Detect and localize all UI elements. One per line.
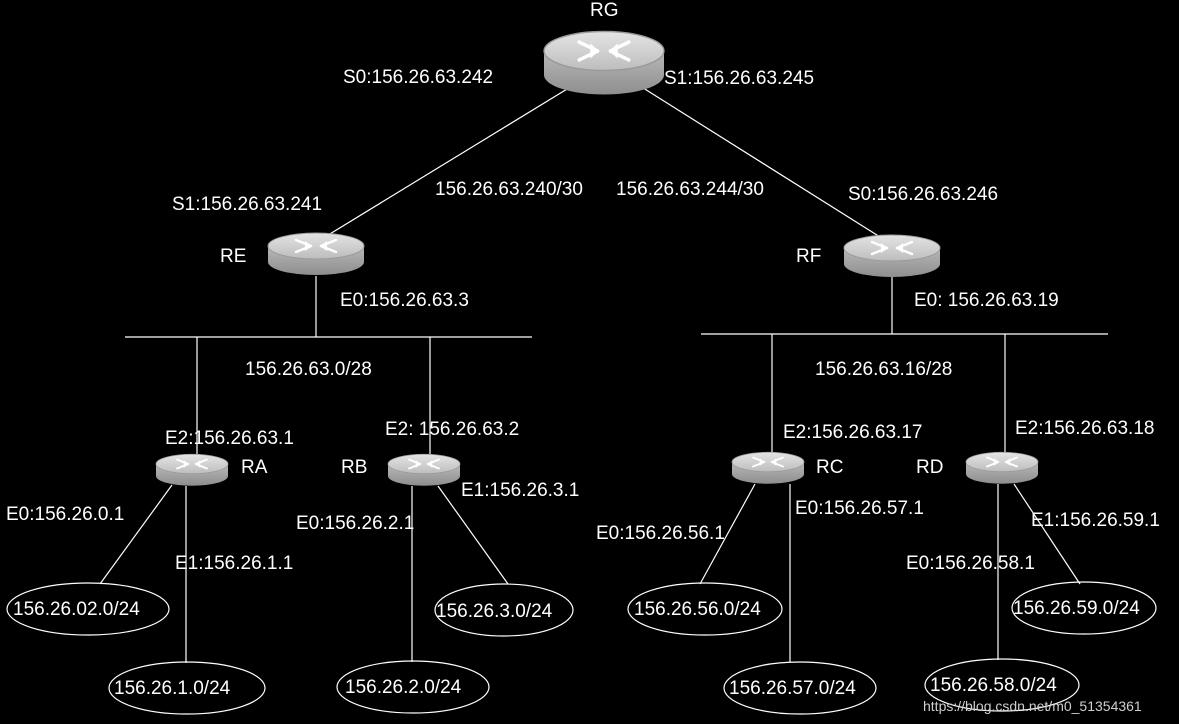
- interface-label-rb-e2: E2: 156.26.63.2: [385, 419, 519, 440]
- interface-label-ra-e0: E0:156.26.0.1: [6, 504, 124, 525]
- interface-label-rf-e0: E0: 156.26.63.19: [914, 290, 1059, 311]
- network-ellipse-58: [924, 658, 1080, 712]
- interface-label-rc-e2: E2:156.26.63.17: [783, 422, 922, 443]
- interface-label-re-e0: E0:156.26.63.3: [340, 290, 469, 311]
- router-rc[interactable]: [731, 451, 805, 485]
- network-label-3: 156.26.3.0/24: [436, 601, 553, 622]
- network-label-59: 156.26.59.0/24: [1013, 598, 1140, 619]
- link-rb-net3: [437, 485, 509, 585]
- router-icon: [842, 233, 942, 279]
- network-ellipse-2: [336, 660, 490, 714]
- network-label-2: 156.26.2.0/24: [345, 677, 462, 698]
- router-rg[interactable]: [542, 29, 666, 97]
- subnet-label-rg-rf: 156.26.63.244/30: [616, 179, 764, 200]
- link-ra-net02: [99, 484, 173, 585]
- link-rd-net59: [1013, 483, 1081, 585]
- interface-label-rb-e1: E1:156.26.3.1: [461, 480, 579, 501]
- network-ellipse-59: [1011, 581, 1157, 635]
- subnet-label-lan-left: 156.26.63.0/28: [245, 359, 372, 380]
- link-rc-net56: [699, 483, 756, 585]
- router-name-rb: RB: [341, 457, 367, 478]
- router-icon: [542, 29, 666, 97]
- router-name-re: RE: [220, 246, 246, 267]
- router-icon: [155, 453, 229, 487]
- link-rg-rf: [639, 85, 889, 243]
- router-ra[interactable]: [155, 453, 229, 487]
- network-ellipse-1: [108, 661, 266, 715]
- interface-label-re-s1: S1:156.26.63.241: [172, 194, 322, 215]
- router-name-rg: RG: [590, 0, 619, 21]
- interface-label-rc-e1: E0:156.26.57.1: [795, 498, 924, 519]
- interface-label-rd-e1: E1:156.26.59.1: [1031, 510, 1160, 531]
- subnet-label-lan-right: 156.26.63.16/28: [815, 359, 952, 380]
- router-name-ra: RA: [241, 457, 268, 478]
- interface-label-rb-e0: E0:156.26.2.1: [296, 513, 414, 534]
- network-label-58: 156.26.58.0/24: [930, 675, 1057, 696]
- network-ellipse-3: [434, 583, 574, 637]
- router-icon: [387, 453, 461, 487]
- router-re[interactable]: [266, 231, 366, 277]
- interface-label-ra-e1: E1:156.26.1.1: [175, 553, 293, 574]
- network-label-02: 156.26.02.0/24: [13, 599, 140, 620]
- interface-label-rg-s0: S0:156.26.63.242: [343, 67, 493, 88]
- router-rd[interactable]: [965, 451, 1039, 485]
- router-icon: [965, 451, 1039, 485]
- router-icon: [731, 451, 805, 485]
- router-name-rc: RC: [816, 457, 843, 478]
- network-label-56: 156.26.56.0/24: [634, 599, 761, 620]
- interface-label-ra-e2: E2:156.26.63.1: [165, 428, 294, 449]
- interface-label-rd-e2: E2:156.26.63.18: [1015, 418, 1154, 439]
- router-rf[interactable]: [842, 233, 942, 279]
- router-name-rf: RF: [796, 246, 821, 267]
- interface-label-rf-s0: S0:156.26.63.246: [848, 184, 998, 205]
- network-ellipse-56: [627, 582, 783, 636]
- link-rg-re: [319, 85, 573, 241]
- subnet-label-rg-re: 156.26.63.240/30: [435, 179, 583, 200]
- network-ellipse-57: [723, 661, 877, 715]
- network-label-1: 156.26.1.0/24: [114, 678, 231, 699]
- network-label-57: 156.26.57.0/24: [729, 678, 856, 699]
- router-icon: [266, 231, 366, 277]
- network-ellipse-02: [6, 582, 170, 636]
- watermark: https://blog.csdn.net/m0_51354361: [923, 698, 1142, 714]
- router-rb[interactable]: [387, 453, 461, 487]
- interface-label-rd-e0: E0:156.26.58.1: [906, 553, 1035, 574]
- interface-label-rc-e0: E0:156.26.56.1: [596, 523, 725, 544]
- interface-label-rg-s1: S1:156.26.63.245: [664, 68, 814, 89]
- router-name-rd: RD: [916, 457, 943, 478]
